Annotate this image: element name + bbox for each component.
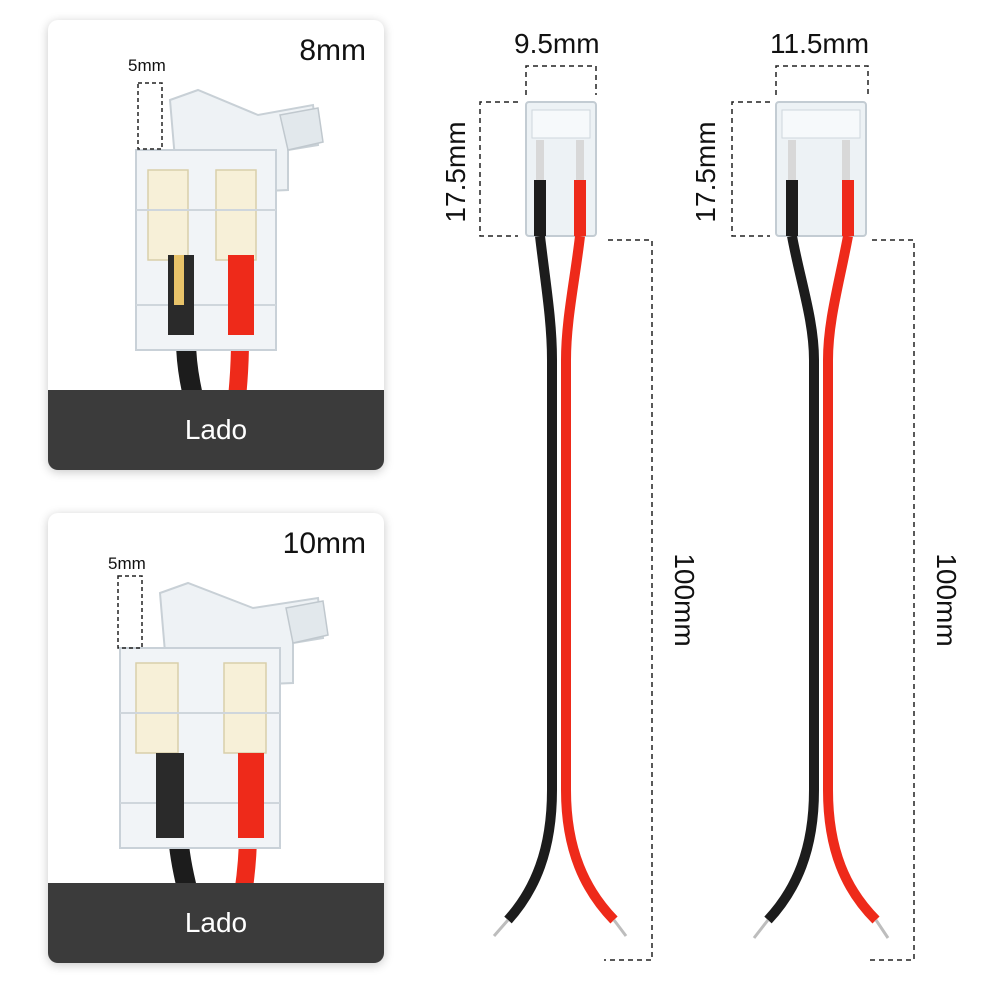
connector-card-8mm: 8mm 5mm Lado (48, 20, 384, 470)
caption-bar: Lado (48, 390, 384, 470)
length-dimension-label: 17.5mm (690, 121, 721, 223)
connector-card-10mm: 10mm 5mm Lado (48, 513, 384, 963)
connector-size-label: 10mm (282, 527, 366, 560)
cable-9-5mm (479, 65, 653, 961)
caption-label: Lado (184, 907, 248, 938)
caption-bar: Lado (48, 883, 384, 963)
width-dimension-label: 11.5mm (770, 28, 870, 59)
pin-width-label: 5mm (108, 554, 146, 573)
caption-label: Lado (184, 414, 248, 445)
length-dimension-label: 17.5mm (440, 121, 471, 223)
connector-size-label: 8mm (299, 34, 366, 67)
cable-length-label: 100mm (669, 553, 700, 647)
width-dimension-label: 9.5mm (514, 28, 600, 59)
pin-width-label: 5mm (128, 56, 166, 75)
connector-side-view-image (135, 82, 324, 470)
cable-length-label: 100mm (931, 553, 962, 647)
cable-11-5mm (731, 65, 915, 961)
